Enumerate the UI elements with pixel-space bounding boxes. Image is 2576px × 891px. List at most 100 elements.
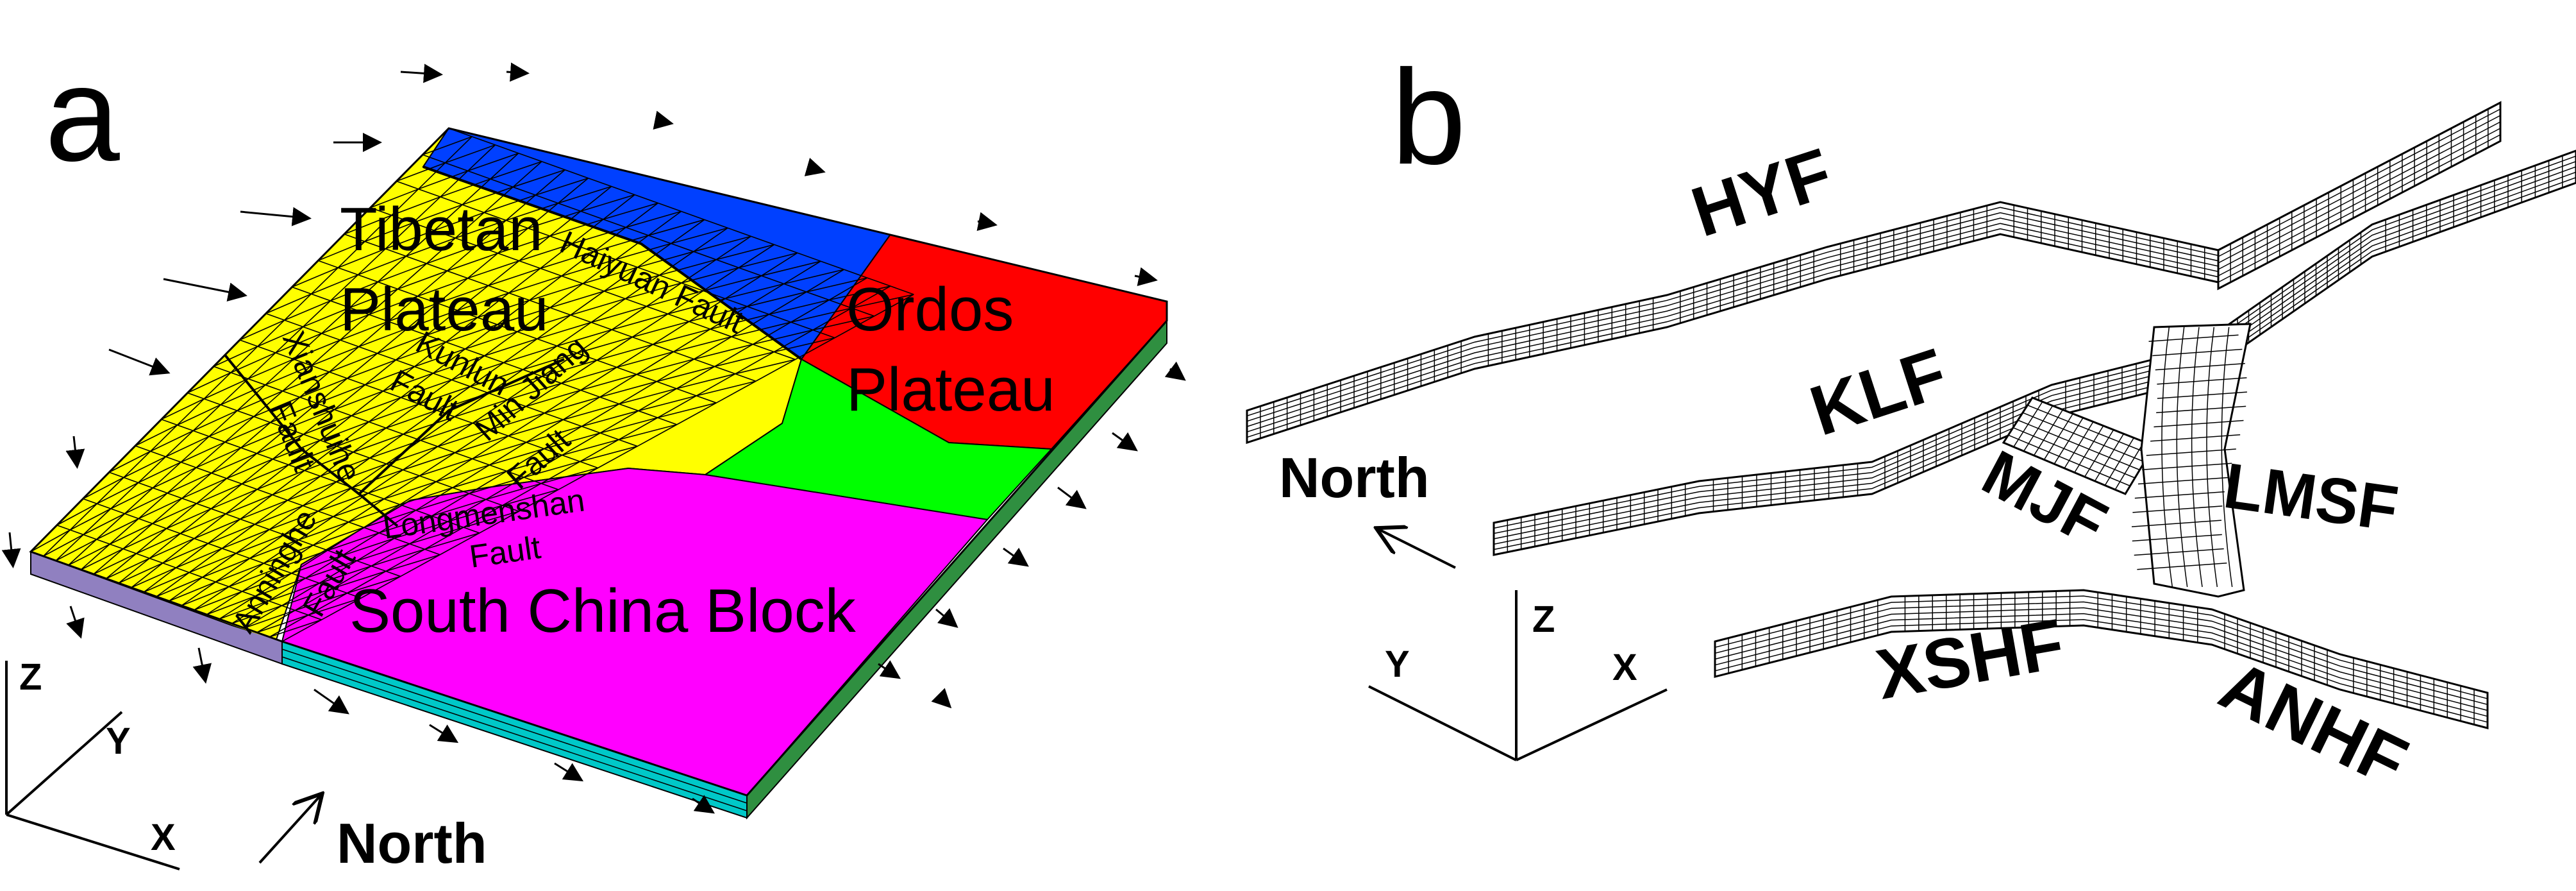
mesh-edge — [435, 458, 473, 482]
lmsf-grid-line — [2206, 327, 2218, 588]
mesh-edge — [445, 144, 496, 164]
mesh-edge — [110, 508, 125, 514]
mesh-edge — [180, 508, 212, 534]
mesh-edge — [582, 259, 616, 284]
mesh-edge — [311, 274, 358, 294]
mesh-edge — [162, 562, 176, 568]
mesh-edge — [383, 481, 437, 500]
finite-element-mesh — [31, 128, 914, 642]
mesh-edge — [342, 532, 380, 556]
mesh-edge — [275, 326, 304, 353]
mesh-edge — [153, 467, 197, 489]
mesh-edge — [455, 219, 506, 239]
lmsf-grid-line — [2132, 534, 2222, 542]
mesh-edge — [440, 178, 491, 198]
mesh-edge — [693, 251, 717, 260]
mesh-edge — [619, 403, 639, 412]
mesh-edge — [284, 293, 312, 321]
mesh-edge — [431, 493, 470, 517]
y-axis-line — [5, 711, 123, 816]
mesh-edge — [615, 235, 649, 260]
mesh-edge — [287, 428, 304, 435]
mesh-edge — [144, 572, 190, 593]
mesh-edge — [242, 464, 289, 485]
mesh-edge — [581, 403, 620, 427]
mesh-edge — [401, 379, 452, 398]
mesh-edge — [806, 291, 830, 301]
hyf-label: HYF — [1682, 133, 1841, 252]
mesh-edge — [426, 237, 456, 264]
mesh-edge — [208, 543, 222, 549]
mesh-edge — [616, 366, 637, 375]
mesh-edge — [426, 245, 477, 264]
mesh-edge — [506, 376, 543, 400]
mesh-edge — [293, 359, 312, 366]
mesh-edge — [368, 421, 387, 429]
mesh-edge — [558, 185, 612, 204]
mesh-edge — [424, 527, 464, 550]
mesh-edge — [418, 170, 468, 190]
mesh-edge — [490, 161, 542, 180]
mesh-edge — [512, 169, 565, 188]
mesh-edge — [426, 317, 478, 336]
mesh-edge — [731, 314, 769, 337]
mesh-edge — [401, 397, 419, 405]
plate-regions — [31, 128, 1167, 795]
mesh-edge — [138, 498, 183, 520]
mesh-edge — [658, 202, 682, 212]
mesh-edge — [483, 212, 506, 221]
mesh-edge — [631, 313, 669, 338]
mesh-edge — [109, 518, 139, 545]
mesh-edge — [83, 534, 97, 540]
mesh-edge — [240, 494, 273, 520]
mesh-edge — [549, 210, 581, 237]
mesh-edge — [603, 219, 626, 228]
mesh-edge — [790, 307, 852, 323]
mesh-edge — [255, 500, 289, 525]
mesh-edge — [603, 267, 638, 292]
mesh-edge — [529, 283, 583, 301]
mesh-edge — [537, 314, 571, 339]
mesh-edge — [472, 458, 490, 466]
mesh-edge — [746, 283, 785, 307]
mesh-edge — [457, 285, 489, 311]
mesh-edge — [365, 384, 383, 392]
velocity-arrow-icon — [692, 795, 715, 814]
mesh-edge — [820, 260, 844, 270]
mesh-edge — [336, 457, 371, 482]
panel-b: b HYF KLF MJF LMSF XSHF ANHF North Z Y — [1246, 42, 2576, 802]
mesh-edge — [371, 543, 410, 567]
mesh-edge — [537, 338, 558, 347]
mesh-edge — [177, 424, 194, 432]
mesh-edge — [106, 557, 150, 579]
mesh-edge — [196, 503, 212, 509]
mesh-edge — [369, 457, 387, 465]
mesh-edge — [31, 529, 71, 552]
mesh-edge — [783, 260, 821, 285]
mesh-edge — [590, 298, 626, 323]
mesh-edge — [240, 500, 288, 520]
lmsf-grid-line — [2157, 391, 2247, 399]
mesh-edge — [469, 362, 505, 387]
mesh-edge — [169, 577, 203, 602]
mesh-edge — [659, 251, 694, 276]
mesh-edge — [426, 310, 458, 336]
mesh-edge — [528, 203, 559, 229]
mesh-edge — [526, 425, 582, 443]
mesh-edge — [562, 396, 601, 420]
mesh-edge — [353, 452, 371, 459]
mesh-edge — [83, 477, 124, 500]
mesh-edge — [618, 439, 638, 447]
mesh-edge — [317, 260, 339, 269]
mesh-edge — [704, 219, 728, 229]
mesh-edge — [342, 555, 357, 561]
mesh-edge — [167, 472, 212, 494]
mesh-edge — [327, 532, 380, 551]
mesh-edge — [321, 307, 351, 334]
velocity-arrow-icon — [240, 207, 312, 226]
mesh-edge — [187, 392, 205, 400]
y-axis-label: Y — [106, 720, 131, 762]
mesh-edge — [166, 528, 181, 534]
mesh-edge — [524, 461, 580, 478]
mesh-edge — [773, 329, 814, 353]
